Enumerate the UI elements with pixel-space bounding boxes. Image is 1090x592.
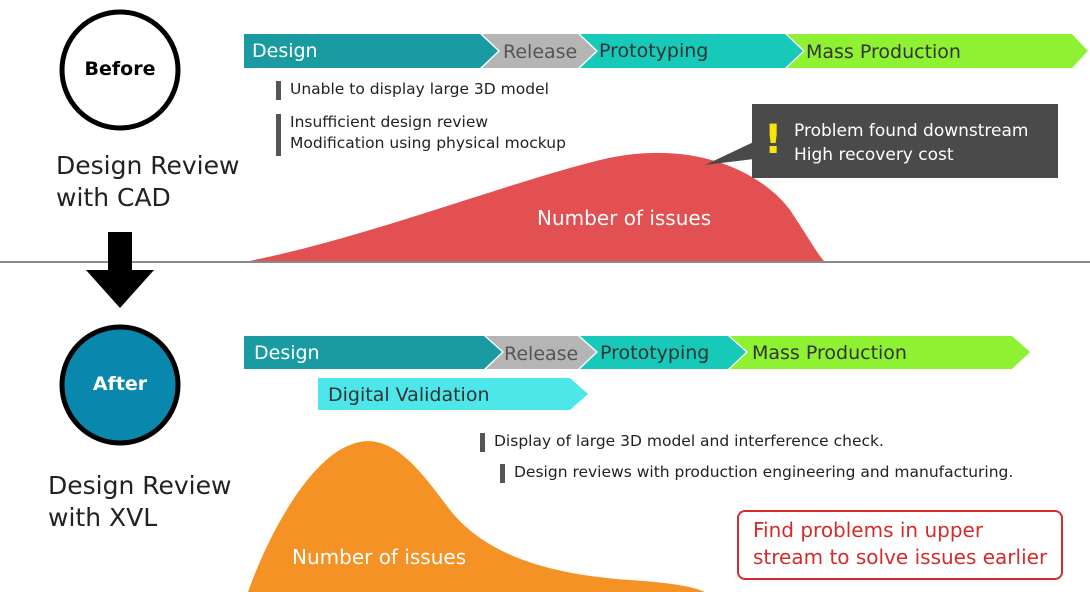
callout-line2: High recovery cost bbox=[794, 145, 954, 165]
after-issues-label: Number of issues bbox=[292, 545, 467, 569]
after-badge-label: After bbox=[92, 373, 148, 395]
before-badge-circle bbox=[59, 9, 181, 131]
before-stage-release-shape bbox=[482, 34, 596, 68]
highlight-box: Find problems in upper stream to solve i… bbox=[737, 510, 1063, 580]
highlight-line2: stream to solve issues earlier bbox=[753, 545, 1048, 569]
before-bullet-2-text-b: Modification using physical mockup bbox=[290, 134, 566, 152]
after-badge-circle bbox=[59, 324, 181, 446]
after-stage-release-label: Release bbox=[504, 343, 579, 365]
after-bullet-1-text: Display of large 3D model and interferen… bbox=[494, 432, 884, 450]
digital-validation-label: Digital Validation bbox=[328, 384, 490, 406]
callout-text: Problem found downstream High recovery c… bbox=[794, 119, 1028, 167]
after-stage-mass-production-label: Mass Production bbox=[752, 342, 907, 364]
after-caption-line2: with XVL bbox=[48, 503, 158, 532]
before-stage-design-label: Design bbox=[252, 40, 318, 62]
after-stage-release-shape bbox=[486, 336, 596, 369]
after-caption-line1: Design Review bbox=[48, 471, 232, 500]
before-bullet-1: Unable to display large 3D model bbox=[276, 79, 549, 100]
before-caption-line2: with CAD bbox=[56, 183, 171, 212]
warning-icon: ! bbox=[764, 117, 783, 163]
before-stage-mass-production-shape bbox=[787, 34, 1088, 68]
after-stage-prototyping-shape bbox=[580, 336, 746, 369]
digital-validation-shape bbox=[318, 378, 588, 410]
after-stage-design-shape bbox=[244, 336, 502, 369]
before-issues-curve bbox=[244, 152, 825, 262]
before-stage-mass-production-label: Mass Production bbox=[806, 41, 961, 63]
after-issues-curve bbox=[248, 441, 705, 592]
after-caption: Design Review with XVL bbox=[48, 470, 231, 534]
before-stage-release-label: Release bbox=[503, 41, 578, 63]
before-caption: Design Review with CAD bbox=[56, 150, 239, 214]
before-bullet-1-text: Unable to display large 3D model bbox=[290, 80, 549, 98]
callout-box bbox=[752, 104, 1058, 178]
after-bullet-2-text: Design reviews with production engineeri… bbox=[514, 463, 1014, 481]
before-stage-prototyping-shape bbox=[580, 34, 803, 68]
before-bullet-2-text-a: Insufficient design review bbox=[290, 113, 489, 131]
callout-line1: Problem found downstream bbox=[794, 121, 1029, 141]
down-arrow-icon bbox=[86, 232, 154, 308]
before-bullet-2: Insufficient design review Modification … bbox=[276, 112, 566, 156]
after-stage-prototyping-label: Prototyping bbox=[600, 342, 710, 364]
after-bullet-1: Display of large 3D model and interferen… bbox=[480, 431, 884, 452]
after-stage-design-label: Design bbox=[254, 342, 320, 364]
before-issues-label: Number of issues bbox=[537, 206, 712, 230]
after-stage-mass-production-shape bbox=[730, 336, 1030, 369]
before-stage-prototyping-label: Prototyping bbox=[599, 40, 709, 62]
after-bullet-2: Design reviews with production engineeri… bbox=[500, 462, 1013, 483]
before-badge-label: Before bbox=[84, 58, 156, 80]
before-stage-design-shape bbox=[244, 34, 498, 68]
before-caption-line1: Design Review bbox=[56, 151, 240, 180]
highlight-line1: Find problems in upper bbox=[753, 518, 984, 542]
callout-pointer bbox=[705, 138, 762, 165]
